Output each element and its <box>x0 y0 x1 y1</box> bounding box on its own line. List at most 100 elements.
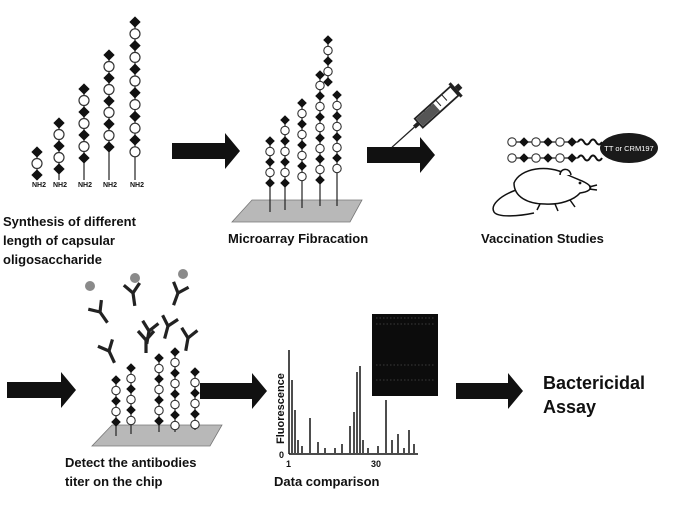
glycan-circle-unit <box>190 419 200 430</box>
glycan-diamond-unit <box>129 134 141 146</box>
glycan-circle-unit <box>507 153 517 163</box>
glycan-circle-unit <box>315 143 325 154</box>
glycan-circle-unit <box>315 164 325 175</box>
glycan-diamond-unit <box>332 111 342 121</box>
glycan-diamond-unit <box>129 39 141 52</box>
glycan-diamond-unit <box>154 395 164 405</box>
glycan-circle-unit <box>190 377 200 388</box>
glycan-circle-unit <box>103 83 115 96</box>
glycan-circle-unit <box>297 150 307 161</box>
glycan-diamond-unit <box>78 106 90 118</box>
glycan-circle-unit <box>126 373 136 384</box>
glycan-circle-unit <box>129 98 141 111</box>
glycan-diamond-unit <box>280 178 290 188</box>
glycan-diamond-unit <box>170 410 180 420</box>
glycan-circle-unit <box>190 398 200 409</box>
microarray-chains <box>265 35 342 212</box>
glycan-circle-unit <box>531 153 541 163</box>
glycan-circle-unit <box>170 378 180 389</box>
antibody-icon <box>122 273 145 309</box>
glycan-circle-unit <box>507 137 517 147</box>
glycan-diamond-unit <box>265 178 275 188</box>
glycan-circle-unit <box>53 151 65 164</box>
microarray-label: Microarray Fibracation <box>228 231 368 246</box>
glycan-diamond-unit <box>129 63 141 75</box>
glycan-circle-unit <box>111 385 121 396</box>
glycan-circle-unit <box>78 94 90 107</box>
glycan-circle-unit <box>323 66 333 77</box>
glycan-diamond-unit <box>297 98 307 108</box>
glycan-diamond-unit <box>129 16 141 28</box>
glycan-circle-unit <box>315 80 325 91</box>
glycan-circle-unit <box>103 129 115 142</box>
glycan-diamond-unit <box>111 375 121 385</box>
glycan-diamond-unit <box>53 117 65 129</box>
glycan-diamond-unit <box>170 389 180 399</box>
glycan-circle-unit <box>31 157 43 170</box>
glycan-diamond-unit <box>332 90 342 100</box>
carrier-protein-label: TT or CRM197 <box>604 144 653 153</box>
glycan-diamond-unit <box>297 161 307 171</box>
glycan-diamond-unit <box>280 136 290 146</box>
glycan-diamond-unit <box>154 353 164 363</box>
glycan-circle-unit <box>280 167 290 178</box>
glycan-diamond-unit <box>323 56 333 66</box>
antibody-icon <box>176 326 200 354</box>
glycan-diamond-unit <box>31 146 43 158</box>
amine-label-3: NH2 <box>78 182 92 189</box>
glycan-circle-unit <box>78 117 90 130</box>
glycan-diamond-unit <box>53 140 65 152</box>
glycan-diamond-unit <box>265 157 275 167</box>
glycan-circle-unit <box>315 122 325 133</box>
glycan-circle-unit <box>154 405 164 416</box>
glycan-circle-unit <box>103 60 115 73</box>
glycan-diamond-unit <box>190 409 200 419</box>
vaccination-label: Vaccination Studies <box>481 231 604 246</box>
arrow-into-detection <box>7 372 76 408</box>
detect-line-1: Detect the antibodies <box>65 455 196 470</box>
glycan-diamond-unit <box>190 388 200 398</box>
microarray-chip <box>231 199 363 223</box>
glycan-circle-unit <box>297 108 307 119</box>
glycan-diamond-unit <box>280 115 290 125</box>
bactericidal-line-1: Bactericidal <box>543 373 645 393</box>
amine-label-5: NH2 <box>130 182 144 189</box>
arrow-detection-to-comparison <box>200 373 267 409</box>
glycan-diamond-unit <box>126 405 136 415</box>
glycan-diamond-unit <box>543 137 553 147</box>
glycan-circle-unit <box>111 406 121 417</box>
plot-peaks <box>291 366 415 453</box>
arrow-microarray-to-vaccination <box>367 137 435 173</box>
linker-wave-2 <box>577 154 603 162</box>
glycan-diamond-unit <box>53 163 65 175</box>
arrow-synthesis-to-microarray <box>172 133 240 169</box>
glycan-diamond-unit <box>190 367 200 377</box>
scan-spot-rows <box>376 317 434 381</box>
amine-label-1: NH2 <box>32 182 46 189</box>
glycan-diamond-unit <box>103 49 115 61</box>
antibody-icon <box>85 281 116 329</box>
glycan-diamond-unit <box>265 136 275 146</box>
glycan-circle-unit <box>265 167 275 178</box>
glycan-diamond-unit <box>519 153 529 163</box>
glycan-circle-unit <box>280 125 290 136</box>
glycan-circle-unit <box>332 163 342 174</box>
glycan-circle-unit <box>531 137 541 147</box>
glycan-diamond-unit <box>332 153 342 163</box>
glycan-diamond-unit <box>170 347 180 357</box>
fluorescence-plot: Fluorescence 0 1 30 <box>275 350 418 469</box>
glycan-diamond-unit <box>103 118 115 130</box>
antibody-icon <box>136 329 156 355</box>
glycan-diamond-unit <box>31 169 43 181</box>
glycan-circle-unit <box>126 394 136 405</box>
glycan-diamond-unit <box>103 72 115 84</box>
detection-chip <box>91 424 223 447</box>
glycan-diamond-unit <box>323 35 333 45</box>
fluorescence-ylabel: Fluorescence <box>275 373 287 444</box>
glycan-diamond-unit <box>103 95 115 107</box>
glycan-circle-unit <box>129 122 141 134</box>
synthesis-line-3: oligosaccharide <box>3 252 102 267</box>
oligosaccharide-chains <box>31 16 141 181</box>
comparison-label: Data comparison <box>274 474 380 489</box>
glycan-diamond-unit <box>103 141 115 153</box>
